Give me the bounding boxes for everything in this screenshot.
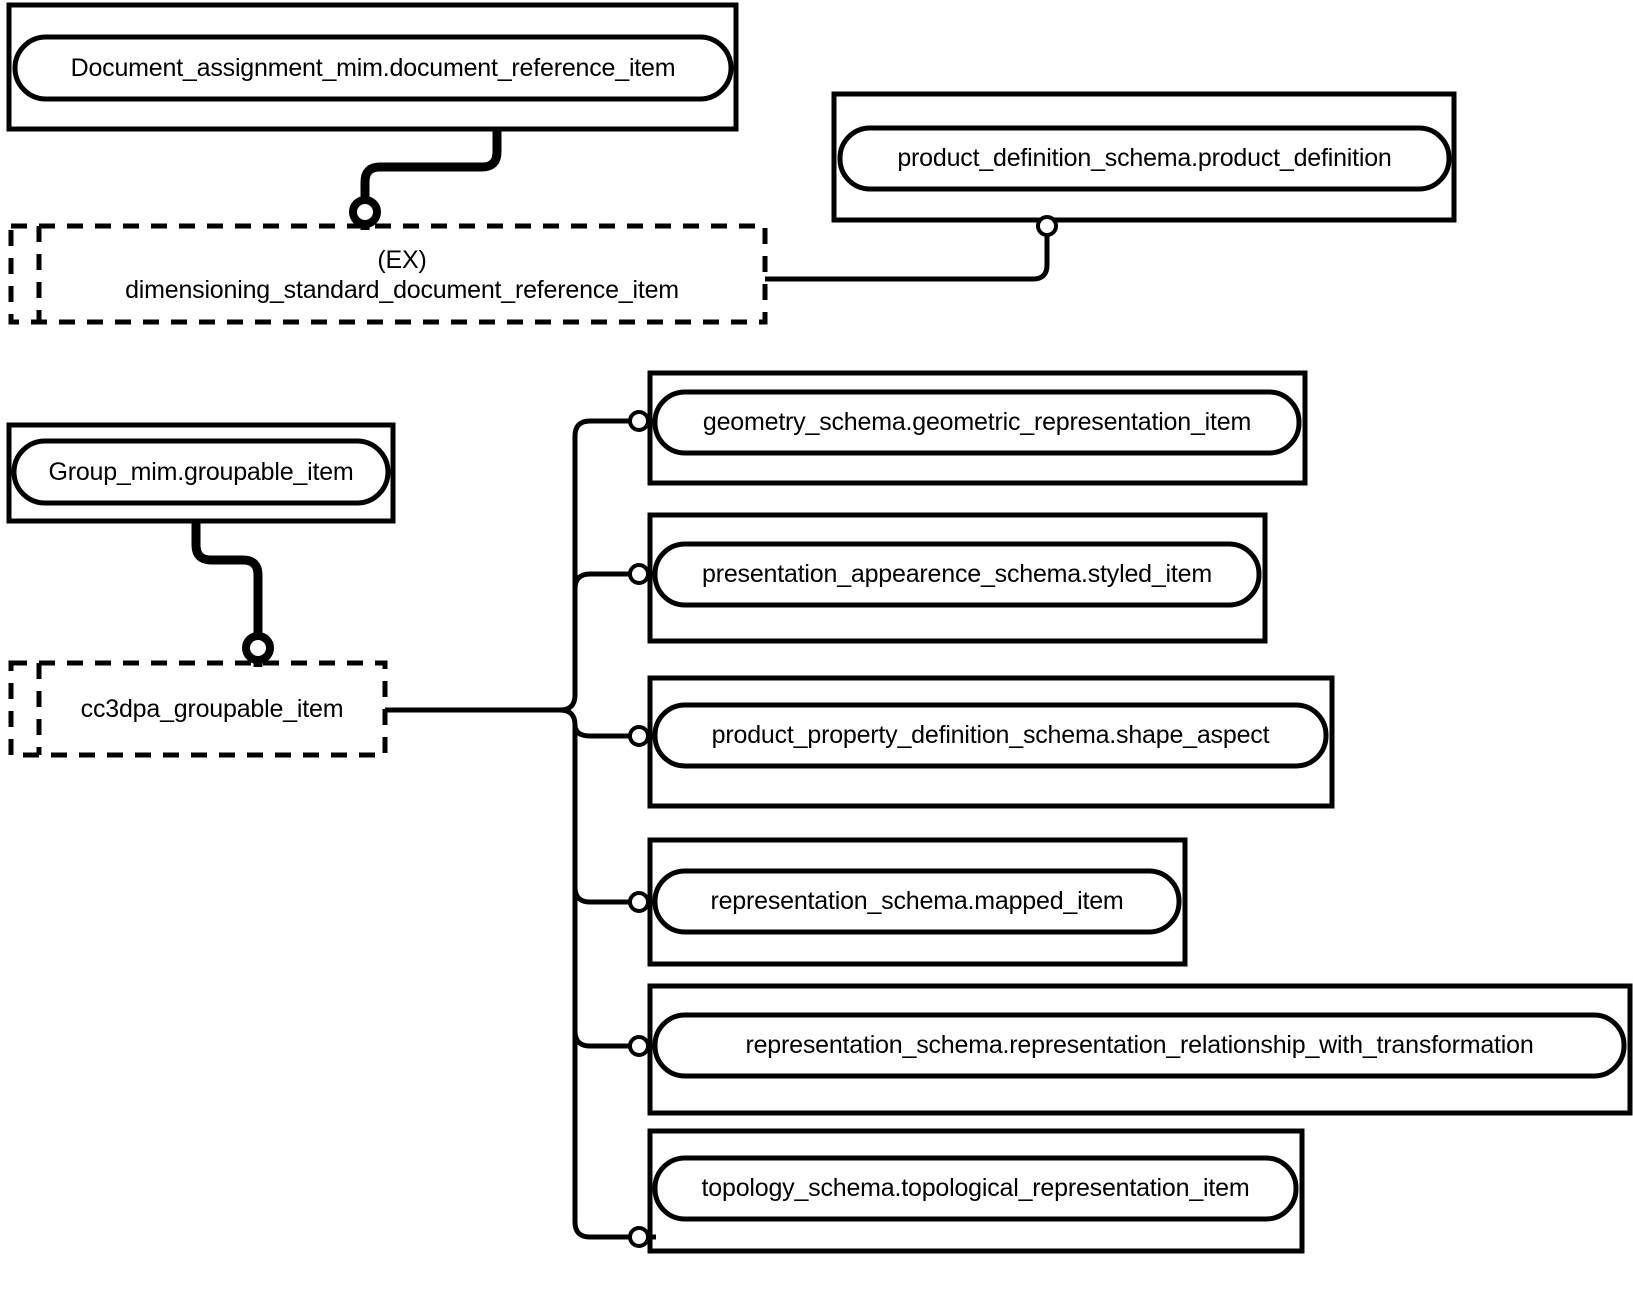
edge-trunk-lower	[572, 725, 630, 1240]
edge-branch-styled-item	[572, 571, 630, 590]
node-dimensioning-standard-outer-dashed-rect	[8, 223, 768, 325]
edge-branch-mapped-item	[572, 886, 630, 905]
edge-docref-to-dimstd-path	[360, 129, 502, 200]
edge-proddef-to-dimstd-path	[765, 235, 1050, 282]
node-geometric-representation-item-inner-rounded-rect	[652, 389, 1302, 456]
edge-terminator-circle-mapped-item	[628, 891, 650, 913]
node-representation-relationship-inner-rounded-rect	[652, 1012, 1627, 1079]
node-product-definition-inner-rounded-rect	[837, 125, 1452, 192]
node-topological-representation-item[interactable]	[647, 1128, 1305, 1254]
edge-branch-representation-relationship	[572, 1030, 630, 1049]
node-group-mim-groupable-item-inner-rounded-rect	[11, 438, 391, 506]
node-document-reference-item[interactable]	[6, 2, 739, 132]
edge-terminator-circle-topological-representation-item	[628, 1226, 650, 1248]
node-cc3dpa-groupable-item-outer-dashed-rect	[8, 660, 388, 758]
edge-groupable-to-cc3dpa	[191, 521, 274, 667]
edge-branch-shape-aspect	[572, 724, 630, 739]
node-dimensioning-standard-document-reference-item[interactable]	[8, 223, 768, 325]
node-styled-item-inner-rounded-rect	[652, 541, 1262, 608]
edge-groupable-to-cc3dpa-path	[191, 521, 263, 636]
node-document-reference-item-inner-rounded-rect	[12, 34, 734, 102]
edge-proddef-to-dimstd	[765, 215, 1058, 282]
edge-terminator-circle-styled-item	[628, 563, 650, 585]
node-geometric-representation-item[interactable]	[647, 370, 1308, 486]
node-shape-aspect[interactable]	[647, 675, 1335, 809]
edge-docref-to-dimstd-terminator-circle	[349, 196, 381, 228]
node-mapped-item-inner-rounded-rect	[652, 868, 1182, 935]
edge-groupable-to-cc3dpa-terminator-circle	[242, 632, 274, 664]
edge-trunk-upper	[572, 418, 630, 695]
node-topological-representation-item-inner-rounded-rect	[652, 1155, 1299, 1222]
edge-terminator-circle-representation-relationship	[628, 1035, 650, 1057]
edge-terminator-circle-geometric-representation-item	[628, 410, 650, 432]
edge-proddef-to-dimstd-terminator-circle	[1036, 215, 1058, 237]
edge-trunk-stem-joint-lower	[559, 707, 578, 726]
node-shape-aspect-inner-rounded-rect	[652, 702, 1329, 769]
node-styled-item[interactable]	[647, 512, 1268, 644]
edge-terminator-circle-shape-aspect	[628, 725, 650, 747]
node-mapped-item[interactable]	[647, 837, 1188, 967]
node-cc3dpa-groupable-item[interactable]	[8, 660, 388, 758]
edge-docref-to-dimstd	[349, 129, 502, 230]
edge-bundle-cc3dpa-to-right-column	[385, 410, 656, 1248]
node-group-mim-groupable-item[interactable]	[6, 422, 396, 524]
node-representation-relationship-with-transformation[interactable]	[647, 983, 1633, 1116]
node-product-definition[interactable]	[831, 91, 1457, 223]
